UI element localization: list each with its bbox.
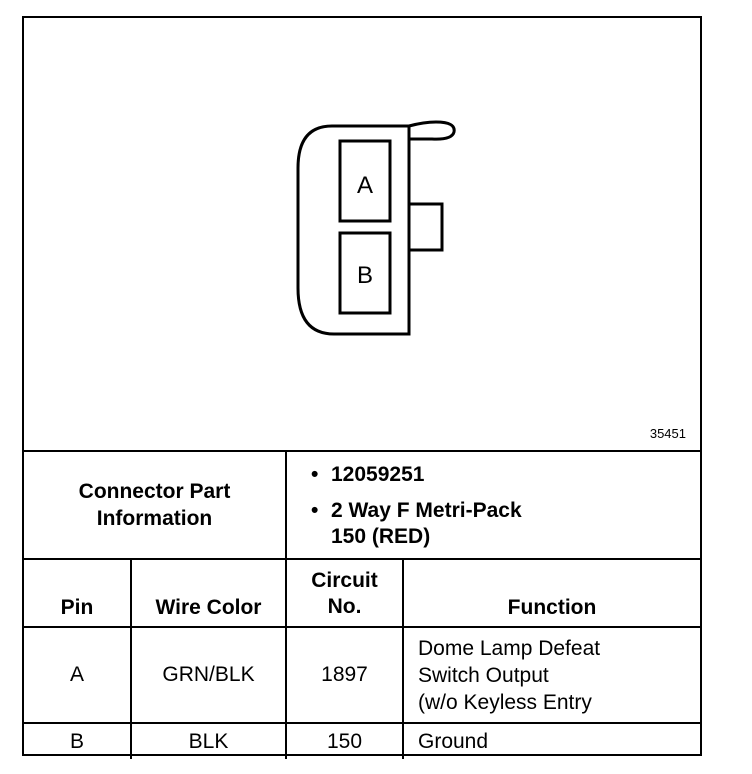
connector-info-label-line1: Connector Part — [78, 480, 231, 503]
connector-type-line1: 2 Way F Metri-Pack — [331, 499, 522, 522]
figure-id: 35451 — [649, 426, 686, 441]
part-number: 12059251 — [311, 462, 700, 488]
connector-type: 2 Way F Metri-Pack 150 (RED) — [311, 498, 700, 550]
row-b-wire-color: BLK — [130, 722, 287, 759]
connector-info-label: Connector Part Information — [24, 450, 287, 560]
header-pin: Pin — [24, 558, 132, 628]
connector-info-values: 12059251 2 Way F Metri-Pack 150 (RED) — [285, 450, 700, 560]
row-a-wire-color: GRN/BLK — [130, 626, 287, 724]
connector-diagram-frame: A B 35451 Connector Part Information 120… — [22, 16, 702, 759]
cavity-a-label: A — [357, 172, 373, 199]
header-circuit-no: Circuit No. — [285, 558, 404, 628]
connector-info-row: Connector Part Information 12059251 2 Wa… — [24, 450, 700, 560]
row-a-function-line3: (w/o Keyless Entry — [418, 690, 592, 714]
row-b-circuit: 150 — [285, 722, 404, 759]
row-a-function: Dome Lamp Defeat Switch Output (w/o Keyl… — [402, 626, 700, 724]
cavity-a — [338, 139, 392, 223]
connector-type-line2: 150 (RED) — [331, 525, 431, 548]
cavity-b-label: B — [357, 262, 373, 289]
connector-body-outline — [296, 124, 411, 336]
table-row: B BLK 150 Ground — [24, 722, 700, 759]
row-a-circuit: 1897 — [285, 626, 404, 724]
header-circuit-line1: Circuit — [311, 569, 378, 592]
table-header-row: Pin Wire Color Circuit No. Function — [24, 558, 700, 628]
row-a-pin: A — [24, 626, 132, 724]
header-function: Function — [402, 558, 700, 628]
header-wire-color: Wire Color — [130, 558, 287, 628]
row-a-function-line1: Dome Lamp Defeat — [418, 636, 601, 660]
header-circuit-line2: No. — [327, 595, 362, 618]
connector-info-label-line2: Information — [96, 507, 213, 530]
row-b-function: Ground — [402, 722, 700, 759]
connector-illustration: A B 35451 — [24, 18, 700, 450]
connector-key-tab — [409, 202, 444, 252]
connector-latch — [408, 120, 456, 141]
connector-face-view: A B — [296, 120, 456, 336]
row-b-pin: B — [24, 722, 132, 759]
row-a-function-line2: Switch Output — [418, 663, 549, 687]
part-number-text: 12059251 — [331, 463, 425, 486]
table-row: A GRN/BLK 1897 Dome Lamp Defeat Switch O… — [24, 626, 700, 724]
connector-pinout-table: Connector Part Information 12059251 2 Wa… — [24, 450, 700, 759]
cavity-b — [338, 231, 392, 315]
